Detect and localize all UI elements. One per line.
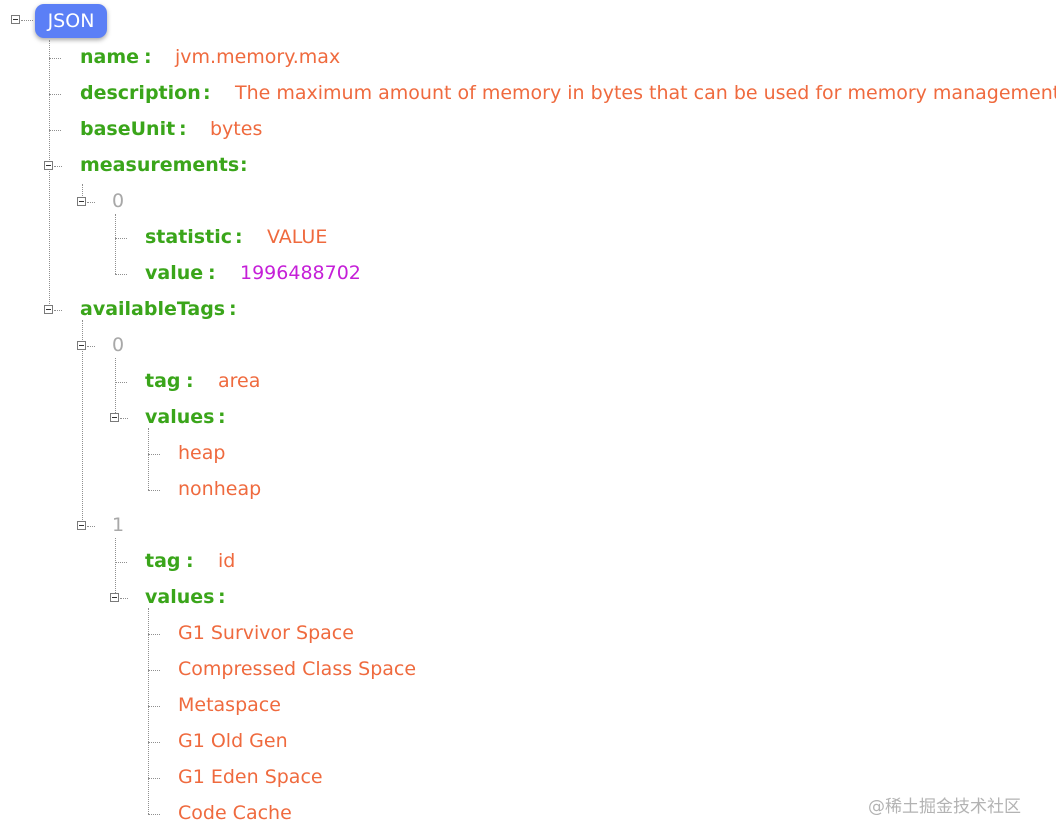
tree-connector <box>49 94 61 95</box>
watermark-text: @稀土掘金技术社区 <box>868 797 1021 817</box>
tree-connector <box>87 346 95 347</box>
list-item: heap <box>178 442 226 464</box>
values-1-collapse-toggle-icon[interactable] <box>110 593 119 602</box>
tree-connector <box>115 358 116 413</box>
key-colon: : <box>208 262 216 284</box>
key-colon: : <box>186 370 194 392</box>
key-availableTags: availableTags <box>80 298 226 320</box>
key-baseUnit: baseUnit <box>80 118 176 140</box>
key-values: values <box>145 586 215 608</box>
tree-connector <box>148 778 160 779</box>
values-0-collapse-toggle-icon[interactable] <box>110 413 119 422</box>
tree-connector <box>49 58 61 59</box>
key-colon: : <box>218 586 226 608</box>
tree-connector <box>148 454 160 455</box>
key-colon: : <box>179 118 187 140</box>
tree-connector <box>49 40 50 310</box>
tag-1-collapse-toggle-icon[interactable] <box>77 521 86 530</box>
tree-connector <box>115 238 127 239</box>
measurement-0-index: 0 <box>112 190 125 212</box>
key-colon: : <box>218 406 226 428</box>
list-item: G1 Old Gen <box>178 730 288 752</box>
tree-connector <box>148 634 160 635</box>
key-name: name <box>80 46 140 68</box>
tree-connector <box>148 490 160 491</box>
key-colon: : <box>203 82 211 104</box>
measurement-0-collapse-toggle-icon[interactable] <box>77 197 86 206</box>
key-statistic: statistic <box>145 226 232 248</box>
list-item: G1 Eden Space <box>178 766 323 788</box>
tree-connector <box>82 184 83 198</box>
tree-connector <box>87 526 95 527</box>
tree-connector <box>148 670 160 671</box>
list-item: nonheap <box>178 478 262 500</box>
tag-0-index: 0 <box>112 334 125 356</box>
tree-connector <box>87 202 95 203</box>
tree-connector <box>21 20 33 21</box>
tree-connector <box>148 742 160 743</box>
key-measurements: measurements <box>80 154 240 176</box>
tag-1-index: 1 <box>112 514 125 536</box>
list-item: Code Cache <box>178 802 292 824</box>
value-statistic: VALUE <box>267 226 328 248</box>
tree-connector <box>120 598 128 599</box>
value-description: The maximum amount of memory in bytes th… <box>235 82 1056 104</box>
tree-connector <box>148 706 160 707</box>
key-tag: tag <box>145 550 181 572</box>
tree-connector <box>115 214 116 274</box>
list-item: Compressed Class Space <box>178 658 417 680</box>
measurements-collapse-toggle-icon[interactable] <box>44 161 53 170</box>
key-value: value <box>145 262 204 284</box>
tree-connector <box>115 274 127 275</box>
tree-connector <box>115 538 116 593</box>
key-colon: : <box>235 226 243 248</box>
tree-connector <box>115 562 127 563</box>
key-colon: : <box>144 46 152 68</box>
key-colon: : <box>229 298 237 320</box>
tree-connector <box>120 418 128 419</box>
tree-connector <box>148 814 160 815</box>
tag-0-collapse-toggle-icon[interactable] <box>77 341 86 350</box>
value-baseUnit: bytes <box>210 118 263 140</box>
root-node-badge[interactable]: JSON <box>35 4 107 38</box>
key-colon: : <box>240 154 248 176</box>
list-item: G1 Survivor Space <box>178 622 354 644</box>
availableTags-collapse-toggle-icon[interactable] <box>44 305 53 314</box>
key-values: values <box>145 406 215 428</box>
key-description: description <box>80 82 201 104</box>
list-item: Metaspace <box>178 694 281 716</box>
value-tag: id <box>218 550 236 572</box>
tree-connector <box>148 608 149 814</box>
root-collapse-toggle-icon[interactable] <box>11 15 20 24</box>
tree-connector <box>54 166 62 167</box>
tree-connector <box>49 130 61 131</box>
value-name: jvm.memory.max <box>175 46 341 68</box>
value-number: 1996488702 <box>240 262 361 284</box>
key-colon: : <box>186 550 194 572</box>
key-tag: tag <box>145 370 181 392</box>
value-tag: area <box>218 370 261 392</box>
tree-connector <box>115 382 127 383</box>
tree-connector <box>148 428 149 490</box>
tree-connector <box>82 320 83 520</box>
tree-connector <box>54 310 62 311</box>
